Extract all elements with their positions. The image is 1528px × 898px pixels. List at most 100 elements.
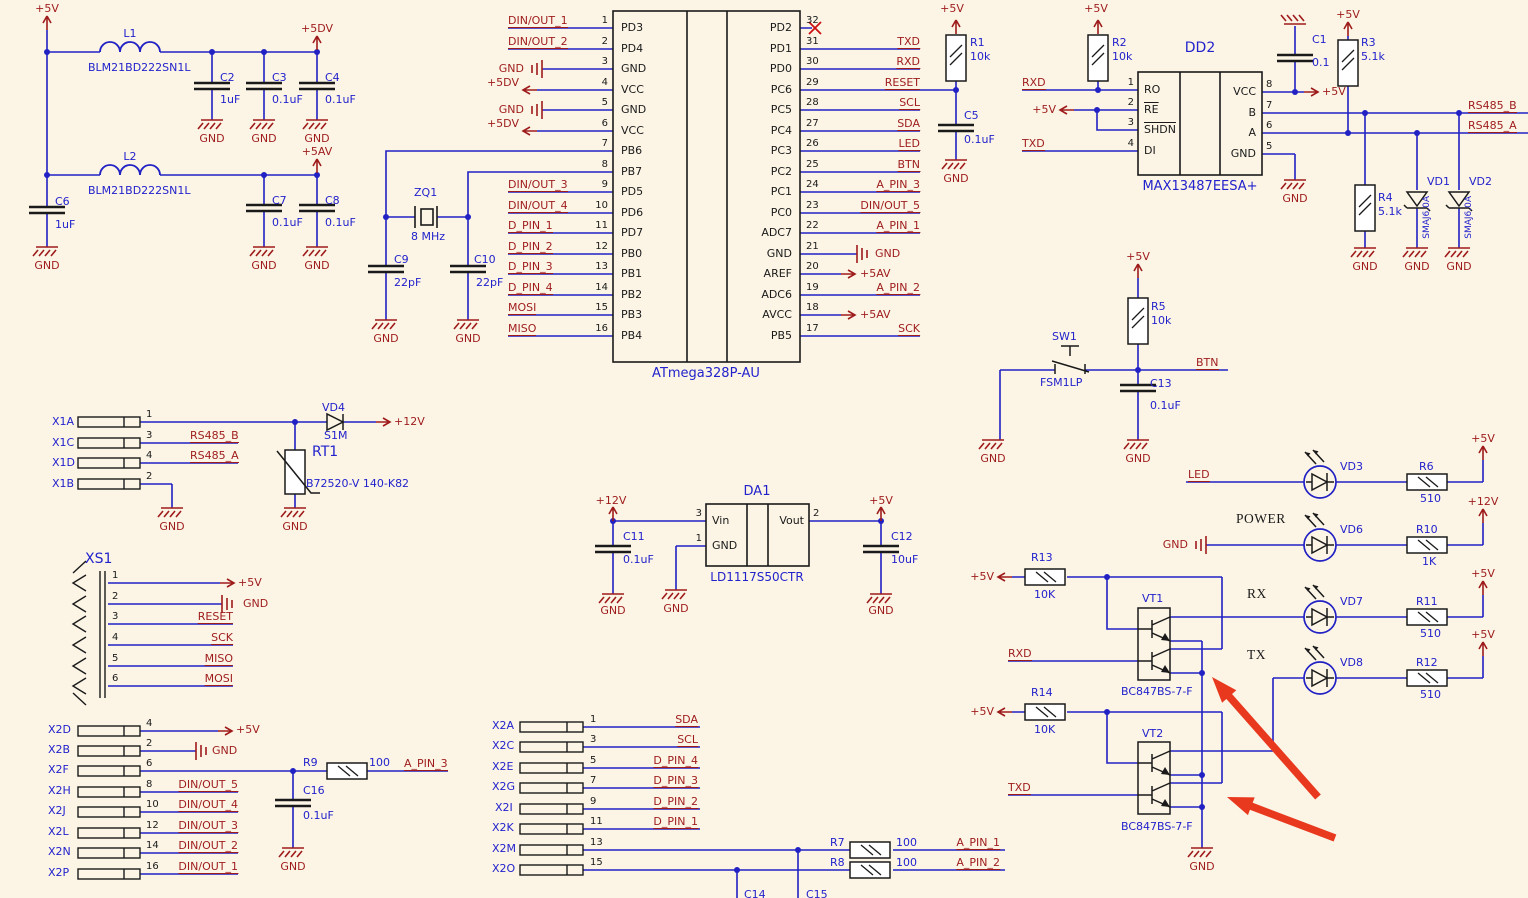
label-pb2: PB2 — [621, 288, 643, 301]
ref-l2: L2 — [123, 150, 137, 163]
label-pd6: PD6 — [621, 206, 644, 219]
label-vcc: VCC — [1233, 85, 1256, 98]
wires-xs1 — [108, 582, 233, 687]
label-18: 18 — [806, 302, 819, 313]
label-d-pin-2: D_PIN_2 — [653, 795, 698, 809]
ref-c7: C7 — [272, 194, 287, 207]
diode-vd4-symbol — [326, 412, 345, 432]
label-a: A — [1248, 126, 1256, 139]
label-gnd: GND — [621, 103, 647, 116]
label-12: 12 — [595, 241, 608, 252]
label-19: 19 — [806, 282, 819, 293]
label-gnd: GND — [212, 744, 238, 757]
value-c5: 0.1uF — [964, 133, 995, 146]
crystal-zq1-symbol — [414, 206, 438, 228]
label-rs485-b: RS485_B — [1468, 99, 1517, 113]
label-a-pin-1: A_PIN_1 — [956, 836, 1000, 850]
ref-r13: R13 — [1031, 551, 1053, 564]
value-vd1: SMAJ6.0A — [1422, 196, 1432, 239]
label-30: 30 — [806, 56, 819, 67]
ref-x2b: X2B — [48, 743, 71, 756]
label-din-out-4: DIN/OUT_4 — [508, 199, 568, 213]
label-btn: BTN — [897, 158, 920, 172]
label-d-pin-2: D_PIN_2 — [508, 240, 553, 254]
value-r2: 10k — [1112, 50, 1133, 63]
label-1: 1 — [112, 570, 119, 581]
label--5v: +5V — [970, 705, 994, 718]
value-r9: 100 — [369, 756, 390, 769]
wires-x2-center — [583, 726, 1005, 898]
label-a-pin-2: A_PIN_2 — [956, 856, 1000, 870]
ref-x2g: X2G — [492, 780, 516, 793]
ref-c3: C3 — [272, 71, 287, 84]
wires-da1 — [612, 520, 882, 594]
label-27: 27 — [806, 118, 819, 129]
label-d-pin-1: D_PIN_1 — [653, 815, 698, 829]
label-13: 13 — [590, 837, 603, 848]
label-din-out-5: DIN/OUT_5 — [178, 778, 238, 792]
connector-x2-center-symbol — [519, 721, 584, 876]
label-gnd: GND — [498, 62, 524, 75]
label-gnd: GND — [34, 259, 60, 272]
label-d-pin-4: D_PIN_4 — [653, 754, 698, 768]
ref-r4: R4 — [1378, 191, 1393, 204]
ref-c13: C13 — [1150, 377, 1172, 390]
value-c12: 10uF — [891, 553, 919, 566]
label--5dv: +5DV — [486, 117, 519, 130]
label-31: 31 — [806, 36, 819, 47]
label-sda: SDA — [675, 713, 698, 727]
wires-x1 — [140, 421, 376, 508]
label-4: 4 — [146, 718, 153, 729]
label-6: 6 — [1266, 120, 1273, 131]
label-adc6: ADC6 — [761, 288, 792, 301]
net-5v: +5V — [35, 2, 59, 15]
ref-c9: C9 — [394, 253, 409, 266]
label-gnd: GND — [875, 247, 901, 260]
value-r10: 1K — [1422, 555, 1437, 568]
label-9: 9 — [590, 796, 597, 807]
label-gnd: GND — [980, 452, 1006, 465]
label-pb5: PB5 — [770, 329, 792, 342]
label-din-out-4: DIN/OUT_4 — [178, 798, 238, 812]
ref-x2h: X2H — [48, 784, 71, 797]
label-23: 23 — [806, 200, 819, 211]
transistor-vt1-symbol — [1137, 607, 1171, 681]
ref-c4: C4 — [325, 71, 340, 84]
value-c1: 0.1 — [1312, 56, 1330, 69]
label-din-out-5: DIN/OUT_5 — [860, 199, 920, 213]
label--5dv: +5DV — [486, 76, 519, 89]
label-pc6: PC6 — [770, 83, 792, 96]
label-reset: RESET — [884, 76, 920, 90]
label-12: 12 — [146, 820, 159, 831]
ref-l1: L1 — [123, 27, 137, 40]
label-1: 1 — [695, 533, 702, 544]
value-dd2: MAX13487EESA+ — [1142, 179, 1258, 194]
ref-x1a: X1A — [52, 415, 75, 428]
label-2: 2 — [112, 591, 119, 602]
ref-xs1: XS1 — [85, 551, 113, 567]
transistor-vt2-symbol — [1137, 741, 1171, 815]
wires-atmega-left — [385, 27, 613, 337]
label-mosi: MOSI — [508, 301, 537, 315]
label-28: 28 — [806, 97, 819, 108]
label--5v: +5V — [1322, 85, 1346, 98]
label-avcc: AVCC — [762, 308, 792, 321]
value-r14: 10K — [1034, 723, 1056, 736]
label-gnd: GND — [304, 132, 330, 145]
value-vd2: SMAJ6.0A — [1464, 196, 1474, 239]
label-2: 2 — [601, 36, 608, 47]
label--5v: +5V — [1032, 103, 1056, 116]
label-pc2: PC2 — [770, 165, 792, 178]
label-3: 3 — [695, 508, 702, 519]
wires — [46, 26, 1528, 898]
label--5v: +5V — [970, 570, 994, 583]
net-5dv: +5DV — [300, 22, 334, 35]
ref-sw1: SW1 — [1052, 330, 1077, 343]
label-4: 4 — [1127, 138, 1134, 149]
label-vin: Vin — [712, 514, 730, 527]
label--5v: +5V — [236, 723, 260, 736]
label-miso: MISO — [204, 652, 233, 666]
capacitor-symbols — [29, 53, 1313, 808]
label-pc0: PC0 — [770, 206, 792, 219]
label-gnd: GND — [455, 332, 481, 345]
